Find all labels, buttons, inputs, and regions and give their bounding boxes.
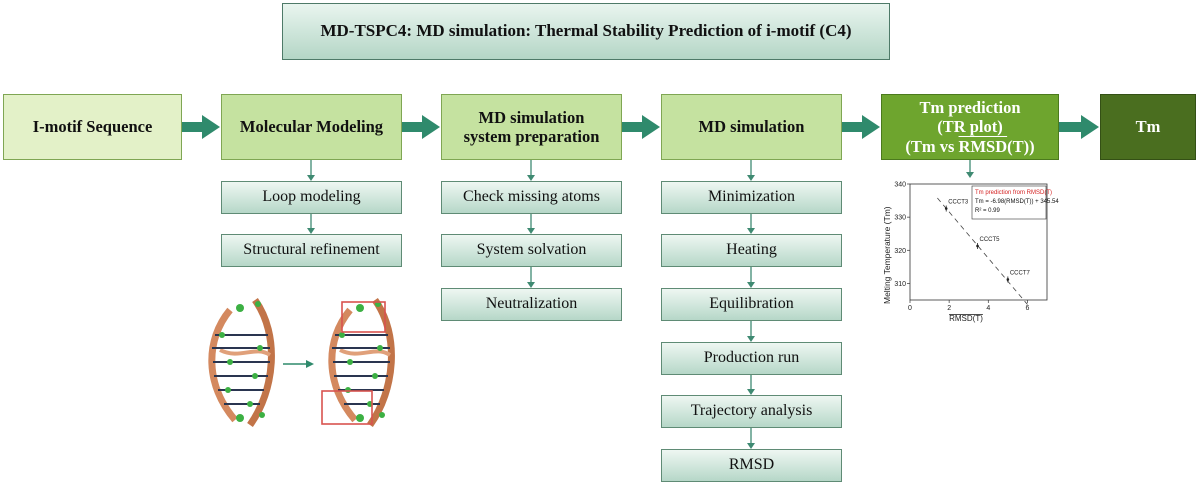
step-loop-modeling: Loop modeling (221, 181, 402, 214)
stage-tm-line2: (TR plot) (937, 117, 1003, 137)
arrow-right-icon (1059, 115, 1099, 139)
y-axis-label: Melting Temperature (Tm) (882, 206, 892, 304)
loop-highlight-top (341, 301, 386, 333)
arrow-right-icon (402, 115, 440, 139)
stage-imotif-sequence: I-motif Sequence (3, 94, 182, 160)
arrow-right-icon (622, 115, 660, 139)
y-tick-label: 310 (894, 281, 906, 288)
x-tick-label: 6 (1025, 305, 1029, 312)
legend-equation: Tm = -6.98(RMSD(T)) + 345.54 (975, 199, 1059, 205)
point-label: CCCT3 (948, 200, 969, 206)
step-heating: Heating (661, 234, 842, 267)
step-structural-refinement: Structural refinement (221, 234, 402, 267)
data-point (944, 207, 948, 210)
stage-tm-line3: (Tm vs RMSD(T)) (905, 136, 1035, 156)
imotif-structure-illustrations (195, 290, 415, 440)
step-check-missing-atoms: Check missing atoms (441, 181, 622, 214)
stage-tm-prediction: Tm prediction (TR plot) (Tm vs RMSD(T)) (881, 94, 1059, 160)
legend-heading: Tm prediction from RMSD(T) (975, 190, 1052, 196)
point-label: CCCT7 (1010, 270, 1031, 276)
stage-tm-line1: Tm prediction (919, 97, 1021, 117)
chart-ticks: 310 320 330 340 0 2 4 6 (894, 182, 1029, 313)
step-minimization: Minimization (661, 181, 842, 214)
step-rmsd: RMSD (661, 449, 842, 482)
arrow-right-icon (182, 115, 220, 139)
chart-legend: Tm prediction from RMSD(T) Tm = -6.98(RM… (971, 185, 1059, 220)
rmsd-overline: RMSD (958, 136, 1008, 156)
step-equilibration: Equilibration (661, 288, 842, 321)
point-label: CCCT5 (980, 237, 1001, 243)
diagram-title: MD-TSPC4: MD simulation: Thermal Stabili… (282, 3, 890, 60)
stage-prep-line1: MD simulation (478, 107, 585, 127)
x-tick-label: 0 (908, 305, 912, 312)
step-production-run: Production run (661, 342, 842, 375)
arrow-right-icon (842, 115, 880, 139)
stage-system-preparation: MD simulation system preparation (441, 94, 622, 160)
legend-r2: R² = 0.99 (975, 208, 1001, 214)
x-tick-label: 2 (947, 305, 951, 312)
tr-plot-chart: Melting Temperature (Tm) RMSD(T) 3103203… (882, 182, 1059, 324)
y-tick-label: 340 (894, 182, 906, 189)
stage-md-simulation: MD simulation (661, 94, 842, 160)
stage-tm: Tm (1100, 94, 1196, 160)
data-point (1006, 278, 1010, 281)
data-point (976, 244, 979, 248)
stage-molecular-modeling: Molecular Modeling (221, 94, 402, 160)
step-neutralization: Neutralization (441, 288, 622, 321)
loop-highlight-bottom (321, 390, 373, 425)
x-tick-label: 4 (986, 305, 990, 312)
step-trajectory-analysis: Trajectory analysis (661, 395, 842, 428)
x-axis-label: RMSD(T) (949, 314, 983, 323)
stage-prep-line2: system preparation (463, 127, 600, 146)
y-tick-label: 320 (894, 248, 906, 255)
step-system-solvation: System solvation (441, 234, 622, 267)
y-tick-label: 330 (894, 215, 906, 222)
